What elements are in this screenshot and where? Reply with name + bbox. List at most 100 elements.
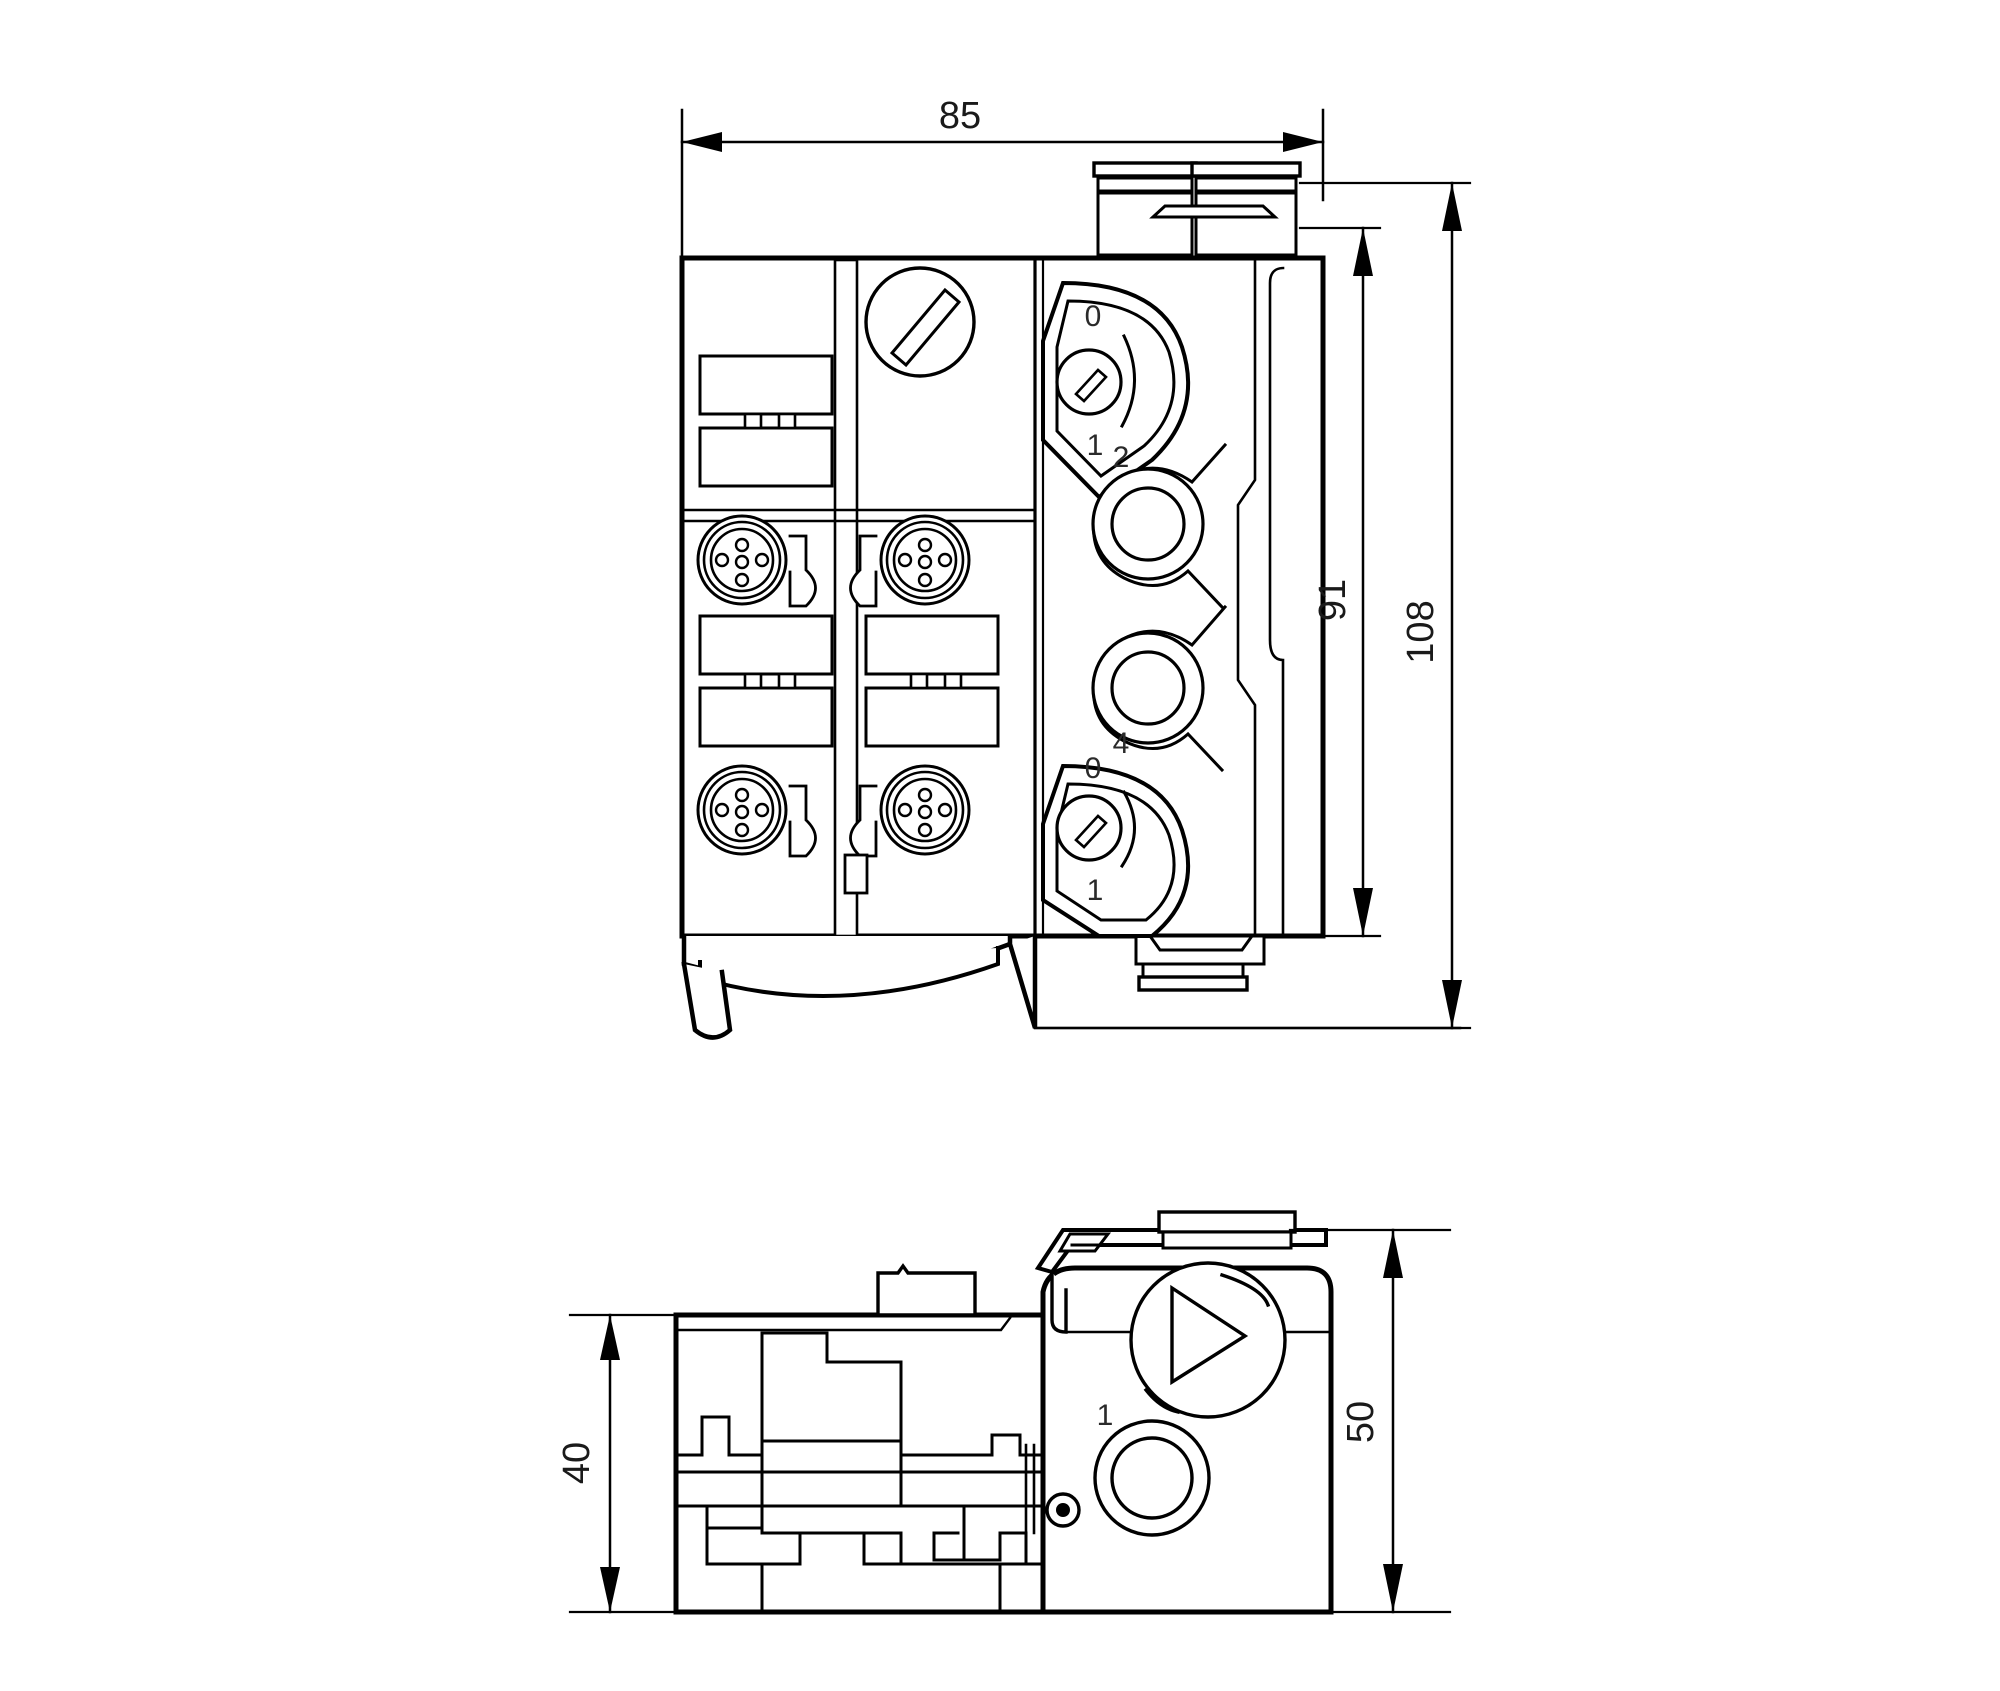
m12-keying-bottom-left	[788, 784, 817, 858]
top-plug-right-cap	[1190, 161, 1302, 178]
m12-connector-bottom-right	[879, 764, 971, 856]
dimension-label-50: 50	[1340, 1401, 1382, 1443]
bottom-plug-collar	[1141, 962, 1245, 979]
m12-tl-pin-4	[734, 554, 750, 570]
side-plug-right-cap	[1157, 1210, 1297, 1234]
profile-notch-right	[932, 1504, 966, 1562]
m12-connector-bottom-left	[696, 764, 788, 856]
dimension-label-40: 40	[556, 1442, 598, 1484]
electrical-section-upper	[698, 354, 834, 488]
rotary-arc-indicator-lower	[1119, 789, 1136, 869]
dimension-height-40: 40	[556, 1313, 692, 1614]
arrowhead-40-bottom	[600, 1567, 620, 1612]
side-port-label-1: 1	[1097, 1399, 1114, 1432]
profile-center-block	[760, 1439, 903, 1508]
rotary-switch-lower-label-0: 0	[1085, 752, 1102, 785]
pilot-hole	[1045, 1492, 1081, 1528]
dimension-label-85: 85	[939, 95, 981, 137]
m12-br-pin-1	[917, 787, 933, 803]
m12-tl-pin-3	[754, 552, 770, 568]
pneumatic-plate-inner-edge	[1268, 266, 1285, 938]
screw-slot	[889, 287, 962, 368]
m12-bl-pin-1	[734, 787, 750, 803]
rotary-switch-lower-label-1: 1	[1087, 874, 1104, 907]
label-bridge-upper-right	[777, 412, 797, 430]
side-inner-top-line	[674, 1316, 1012, 1332]
arrowhead-91-top	[1353, 228, 1373, 276]
clip-spring-inner	[698, 946, 1000, 998]
top-plug-seal	[1149, 204, 1279, 219]
m12-tl-pin-5	[734, 572, 750, 588]
m12-br-pin-3	[937, 802, 953, 818]
m12-tl-pin-1	[734, 537, 750, 553]
m12-connector-top-right	[879, 514, 971, 606]
arrowhead-50-top	[1383, 1230, 1403, 1278]
stepped-internal-profile	[674, 1331, 1045, 1614]
din-rail-clip	[681, 933, 1462, 1040]
rotary-switch-upper: 0 1	[1041, 280, 1191, 500]
label-window-upper-2	[698, 426, 834, 488]
dimension-label-108: 108	[1400, 600, 1442, 663]
m12-keying-right	[849, 534, 878, 608]
dimension-label-91: 91	[1312, 579, 1354, 621]
m12-tr-pin-2	[897, 552, 913, 568]
arrowhead-91-bottom	[1353, 888, 1373, 936]
m12-tl-pin-2	[714, 552, 730, 568]
triangle-icon-arc-bottom	[1143, 1387, 1181, 1415]
side-top-plug	[876, 1210, 1297, 1317]
m12-tr-pin-4	[917, 554, 933, 570]
dimension-height-50: 50	[1288, 1228, 1452, 1614]
label-window-mid-left-2	[698, 686, 834, 748]
m12-bl-pin-4	[734, 804, 750, 820]
m12-bl-pin-3	[754, 802, 770, 818]
port-label-2: 2	[1113, 441, 1130, 474]
side-plug-body	[876, 1263, 977, 1317]
arrowhead-left	[682, 132, 722, 152]
dimension-height-91: 91	[1293, 226, 1382, 938]
bottom-plug-seal	[1147, 934, 1255, 952]
side-plug-right-collar	[1161, 1230, 1293, 1250]
label-bridge-mr-1	[909, 672, 929, 690]
rotary-switch-lower: 0 1	[1041, 752, 1191, 938]
side-body-left-outline	[673, 1312, 1046, 1615]
rotary-arc-indicator-upper	[1119, 333, 1136, 429]
top-cap-notch	[1057, 1232, 1112, 1253]
label-window-mid-right-1	[864, 614, 1000, 676]
triangle-icon-shape	[1170, 1284, 1249, 1386]
top-plug-left-body	[1096, 191, 1194, 257]
front-view: 85	[679, 95, 1472, 1040]
rotary-switch-upper-label-1: 1	[1087, 429, 1104, 462]
m12-keying-left	[788, 534, 817, 608]
label-bridge-ml-2	[777, 672, 797, 690]
top-plug-right-body	[1194, 191, 1298, 257]
arrowhead-108-top	[1442, 183, 1462, 231]
rotary-knob-lower-slot	[1074, 814, 1108, 849]
bottom-plug-connector	[1134, 934, 1266, 992]
m12-tr-pin-1	[917, 537, 933, 553]
m12-bl-pin-5	[734, 822, 750, 838]
side-view: 1 40 50	[556, 1210, 1452, 1615]
m12-connector-top-left	[696, 514, 788, 606]
label-window-mid-right-2	[864, 686, 1000, 748]
dimension-width-85: 85	[680, 95, 1325, 260]
side-port-1: 1	[1093, 1399, 1211, 1537]
rotary-switch-upper-label-0: 0	[1085, 300, 1102, 333]
m12-br-pin-2	[897, 802, 913, 818]
rotary-knob-upper-slot	[1074, 368, 1108, 403]
arrowhead-right	[1283, 132, 1323, 152]
top-plug-left-cap	[1092, 161, 1198, 178]
label-bridge-mr-2	[943, 672, 963, 690]
pneumatic-ports: 2 4	[1091, 441, 1228, 773]
label-bridge-ml-1	[743, 672, 763, 690]
profile-upper-step-line	[674, 1331, 1045, 1474]
clip-foot-left	[681, 961, 733, 1040]
triangle-icon-arc-top	[1219, 1272, 1271, 1308]
triangle-play-icon	[1129, 1261, 1287, 1419]
label-bridge-upper-left	[743, 412, 763, 430]
dimension-height-108: 108	[1033, 181, 1472, 1030]
top-plug-right-collar	[1194, 176, 1298, 193]
m12-br-pin-5	[917, 822, 933, 838]
m12-br-pin-4	[917, 804, 933, 820]
slotted-screw-head	[864, 266, 976, 378]
